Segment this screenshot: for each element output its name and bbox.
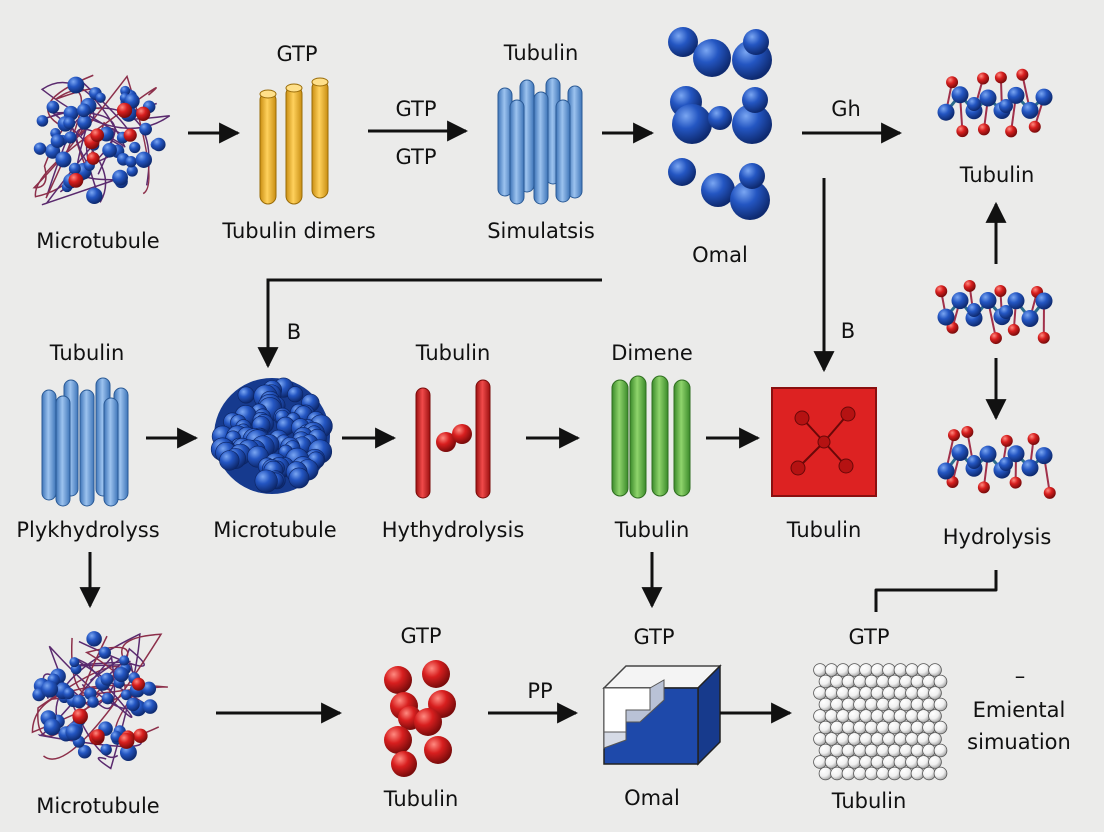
label-simulatsis: Simulatsis <box>487 219 595 243</box>
label-green-tubulin: Tubulin <box>614 518 690 542</box>
label-microtubule-bottom: Microtubule <box>36 794 160 818</box>
stepped-block-icon <box>602 664 722 766</box>
tubulin-bundle-icon <box>497 77 583 205</box>
label-microtubule-mid: Microtubule <box>213 518 337 542</box>
label-red-cluster-gtp: GTP <box>400 624 442 648</box>
label-arrow-gtp-bottom: GTP <box>395 145 437 169</box>
tubulin-dimer-rods-icon <box>259 77 329 205</box>
label-plykhydrolyss: Plykhydrolyss <box>16 518 160 542</box>
label-tubulin-dimers: Tubulin dimers <box>222 219 376 243</box>
microtubule-ball-icon <box>210 377 333 494</box>
tubulin-molecule-icon <box>937 68 1053 138</box>
feedback-line-b <box>257 278 602 369</box>
label-feedback-b: B <box>286 320 302 344</box>
label-dimers-gtp: GTP <box>276 42 318 66</box>
label-pp: PP <box>527 679 553 703</box>
label-microtubule-top: Microtubule <box>36 229 160 253</box>
label-note-line1: Emiental <box>972 698 1066 722</box>
label-gh: Gh <box>831 97 861 121</box>
label-bundle2-tubulin: Tubulin <box>49 341 125 365</box>
tubulin-molecule-mid-icon <box>935 279 1053 345</box>
label-omal-top: Omal <box>692 243 748 267</box>
tubulin-molecule-low-icon <box>937 425 1056 499</box>
label-hythydrolysis: Hythydrolysis <box>381 518 525 542</box>
white-sphere-lattice-icon <box>813 663 948 781</box>
label-omal-bottom: Omal <box>624 786 680 810</box>
sphere-pairs-icon <box>668 27 772 220</box>
label-lattice-gtp: GTP <box>848 625 890 649</box>
red-rods-icon <box>415 379 491 499</box>
label-dash: – <box>1014 664 1026 688</box>
label-tubulin-right-top: Tubulin <box>959 163 1035 187</box>
label-arrow-gtp-top: GTP <box>395 97 437 121</box>
label-red-cluster-tubulin: Tubulin <box>383 787 459 811</box>
label-red-tubulin: Tubulin <box>415 341 491 365</box>
label-bundle-tubulin: Tubulin <box>503 41 579 65</box>
green-rods-icon <box>611 375 691 499</box>
red-sphere-cluster-icon <box>384 660 456 777</box>
label-block-gtp: GTP <box>633 625 675 649</box>
label-hydrolysis: Hydrolysis <box>942 525 1052 549</box>
connector-hydrolysis-gtp <box>874 570 998 612</box>
tubulin-bundle-row2-icon <box>41 377 129 507</box>
label-note-line2: simuation <box>967 730 1071 754</box>
red-square-molecule-icon <box>771 387 877 497</box>
microtubule-tangle-bottom-icon <box>31 631 169 770</box>
label-lattice-tubulin: Tubulin <box>831 789 907 813</box>
label-dimene: Dimene <box>611 341 693 365</box>
microtubule-tangle-icon <box>32 74 171 206</box>
label-square-tubulin: Tubulin <box>786 518 862 542</box>
label-down-b: B <box>840 319 856 343</box>
